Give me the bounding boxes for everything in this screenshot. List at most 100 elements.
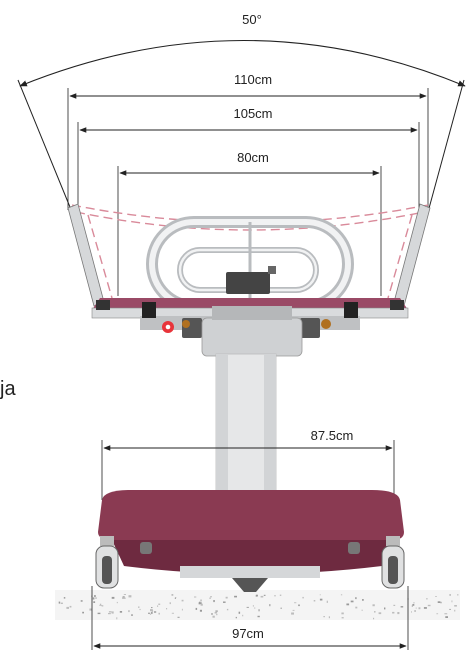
- lift-mechanism: [140, 302, 360, 357]
- ground-speck: [378, 612, 382, 615]
- ground-speck: [63, 597, 66, 599]
- ground-speck: [60, 602, 63, 604]
- ground-speck: [66, 606, 69, 609]
- ground-speck: [214, 612, 218, 614]
- ground-speck: [150, 609, 153, 612]
- ground-speck: [454, 605, 457, 607]
- ground-speck: [181, 599, 184, 602]
- ground-speck: [124, 597, 126, 599]
- ground-speck: [171, 612, 174, 614]
- ground-speck: [414, 610, 416, 612]
- ground-speck: [169, 602, 171, 605]
- ground-speck: [280, 607, 282, 609]
- ground-speck: [254, 607, 256, 609]
- ground-speck: [235, 616, 237, 619]
- ground-speck: [200, 599, 202, 602]
- ground-speck: [269, 604, 271, 607]
- ground-speck: [99, 603, 102, 605]
- ground-speck: [294, 602, 297, 604]
- ground-speck: [166, 608, 168, 610]
- width-inner-label: 80cm: [237, 150, 269, 165]
- caster-left: [95, 536, 119, 589]
- ground-speck: [200, 603, 203, 606]
- ground-speck: [242, 614, 244, 617]
- base-top-label: 87.5cm: [311, 428, 354, 443]
- ground-speck: [211, 613, 213, 615]
- ground-speck: [341, 612, 344, 615]
- ground-speck: [158, 612, 160, 615]
- base-dimension-875: [101, 440, 395, 500]
- ground-speck: [454, 609, 456, 612]
- ground-speck: [119, 611, 123, 613]
- ground-speck: [58, 601, 61, 604]
- ground-speck: [69, 605, 72, 608]
- tilt-angle-indicator: [17, 39, 466, 213]
- handle-control-box: [226, 266, 276, 294]
- caster-inner-right: [348, 542, 360, 554]
- ground-speck: [412, 604, 415, 606]
- ground-speck: [319, 594, 321, 596]
- ground-speck: [209, 597, 211, 599]
- ground-speck: [362, 599, 364, 601]
- ground-speck: [449, 608, 451, 610]
- ground-speck: [361, 609, 363, 611]
- ground-speck: [246, 606, 249, 608]
- ground-speck: [255, 594, 258, 597]
- ground-speck: [122, 597, 125, 599]
- ground-speck: [400, 606, 404, 608]
- base-bottom-label: 97cm: [232, 626, 264, 641]
- ground-speck: [238, 611, 241, 614]
- ground-speck: [457, 594, 459, 596]
- angle-label: 50°: [242, 12, 262, 27]
- ground-speck: [157, 605, 159, 607]
- ground-speck: [223, 601, 226, 603]
- width-dimension-105: [77, 122, 420, 218]
- ground-speck: [128, 595, 132, 598]
- ground-speck: [319, 598, 323, 601]
- ground-speck: [355, 606, 358, 609]
- ground-speck: [350, 600, 354, 603]
- ground-speck: [225, 596, 228, 599]
- base-cover: [98, 490, 404, 592]
- ground-speck: [128, 610, 130, 613]
- ground-speck: [328, 616, 330, 619]
- ground-speck: [82, 611, 84, 614]
- ground-speck: [397, 612, 400, 615]
- ground-speck: [195, 607, 198, 610]
- ground-speck: [89, 608, 92, 611]
- ground-speck: [101, 605, 104, 607]
- caster-right: [381, 536, 405, 589]
- ground-speck: [226, 608, 229, 611]
- ground-speck: [216, 613, 218, 616]
- ground-speck: [108, 611, 112, 613]
- ground-speck: [427, 604, 431, 607]
- ground-speck: [355, 597, 357, 600]
- ground-speck: [116, 601, 118, 604]
- ground-speck: [440, 601, 442, 604]
- ground-speck: [393, 604, 396, 606]
- ground-speck: [95, 597, 97, 599]
- ground-speck: [436, 613, 439, 615]
- ground-floor: [55, 590, 460, 620]
- ground-speck: [392, 611, 395, 614]
- ground-speck: [213, 600, 215, 603]
- ground-speck: [437, 601, 441, 603]
- ground-speck: [346, 603, 350, 606]
- ground-speck: [340, 594, 343, 596]
- ground-speck: [423, 607, 427, 609]
- ground-speck: [426, 598, 428, 600]
- ground-speck: [449, 594, 451, 596]
- ground-speck: [444, 613, 448, 615]
- ground-speck: [435, 596, 437, 597]
- base-dimension-97: [91, 586, 409, 650]
- ground-speck: [372, 604, 375, 607]
- ground-speck: [415, 607, 417, 609]
- ground-speck: [302, 596, 304, 599]
- ground-speck: [210, 596, 212, 598]
- ground-speck: [341, 617, 344, 619]
- central-column: [215, 353, 277, 503]
- ground-speck: [258, 609, 260, 612]
- ground-speck: [418, 607, 421, 610]
- ground-speck: [111, 611, 114, 614]
